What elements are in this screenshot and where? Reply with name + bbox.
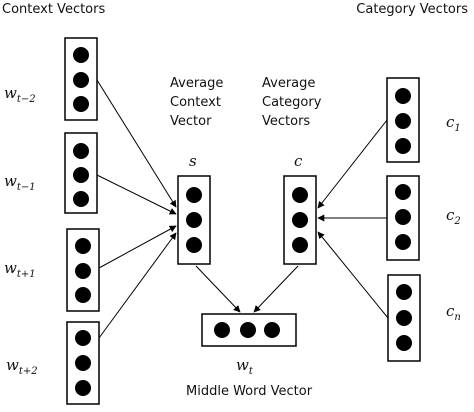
category-1-base: c: [446, 113, 455, 131]
category-label-1: c1: [446, 113, 461, 134]
middle-word-vector-box: [201, 313, 297, 347]
context-word-label-1: wt−2: [4, 84, 36, 105]
average-context-line-1: Average: [170, 76, 224, 91]
arrow-category-1: [317, 119, 388, 209]
middle-word-symbol: wt: [236, 356, 253, 377]
context-vector-box-1: [64, 37, 98, 121]
arrow-context-3: [98, 225, 177, 269]
context-word-2-sub: t−1: [16, 182, 36, 193]
context-vector-box-4: [66, 321, 100, 405]
context-word-label-3: wt+1: [4, 259, 36, 280]
category-vector-box-2: [386, 175, 420, 261]
average-category-vectors-label: Average Category Vectors: [262, 74, 321, 131]
average-context-symbol: s: [189, 152, 197, 170]
context-word-4-sub: t+2: [18, 366, 38, 377]
context-word-1-base: w: [4, 84, 17, 102]
category-label-n: cn: [446, 302, 461, 323]
category-vectors-header: Category Vectors: [356, 2, 468, 17]
arrow-context-2: [96, 174, 177, 215]
average-context-line-3: Vector: [170, 114, 212, 129]
category-n-base: c: [446, 302, 455, 320]
middle-word-sub: t: [248, 366, 253, 377]
context-word-label-2: wt−1: [4, 172, 36, 193]
context-word-3-sub: t+1: [16, 269, 36, 280]
middle-word-base: w: [236, 356, 249, 374]
average-category-line-3: Vectors: [262, 114, 311, 129]
category-vector-box-1: [386, 77, 420, 163]
context-vector-box-2: [64, 132, 98, 214]
context-word-1-sub: t−2: [16, 94, 36, 105]
middle-word-vector-caption: Middle Word Vector: [186, 384, 313, 399]
category-label-2: c2: [446, 206, 461, 227]
category-1-sub: 1: [454, 123, 461, 134]
context-word-2-base: w: [4, 172, 17, 190]
average-context-vector-box: [177, 175, 211, 265]
average-category-vector-box: [283, 175, 317, 265]
average-context-line-2: Context: [170, 95, 221, 110]
category-vector-box-n: [387, 274, 421, 362]
average-category-line-1: Average: [262, 76, 316, 91]
context-vector-box-3: [66, 228, 100, 312]
arrow-category-n: [317, 231, 389, 319]
category-2-sub: 2: [454, 216, 461, 227]
category-2-base: c: [446, 206, 455, 224]
context-word-label-4: wt+2: [6, 356, 38, 377]
arrow-context-1: [96, 79, 177, 208]
context-vectors-header: Context Vectors: [2, 2, 106, 17]
average-category-line-2: Category: [262, 95, 322, 110]
arrow-context-4: [98, 232, 177, 339]
context-word-3-base: w: [4, 259, 17, 277]
arrow-c-to-middle: [253, 265, 299, 313]
category-n-sub: n: [454, 312, 461, 323]
arrow-s-to-middle: [195, 265, 241, 313]
average-category-symbol: c: [294, 152, 303, 170]
average-context-vector-label: Average Context Vector: [170, 74, 223, 131]
context-word-4-base: w: [6, 356, 19, 374]
